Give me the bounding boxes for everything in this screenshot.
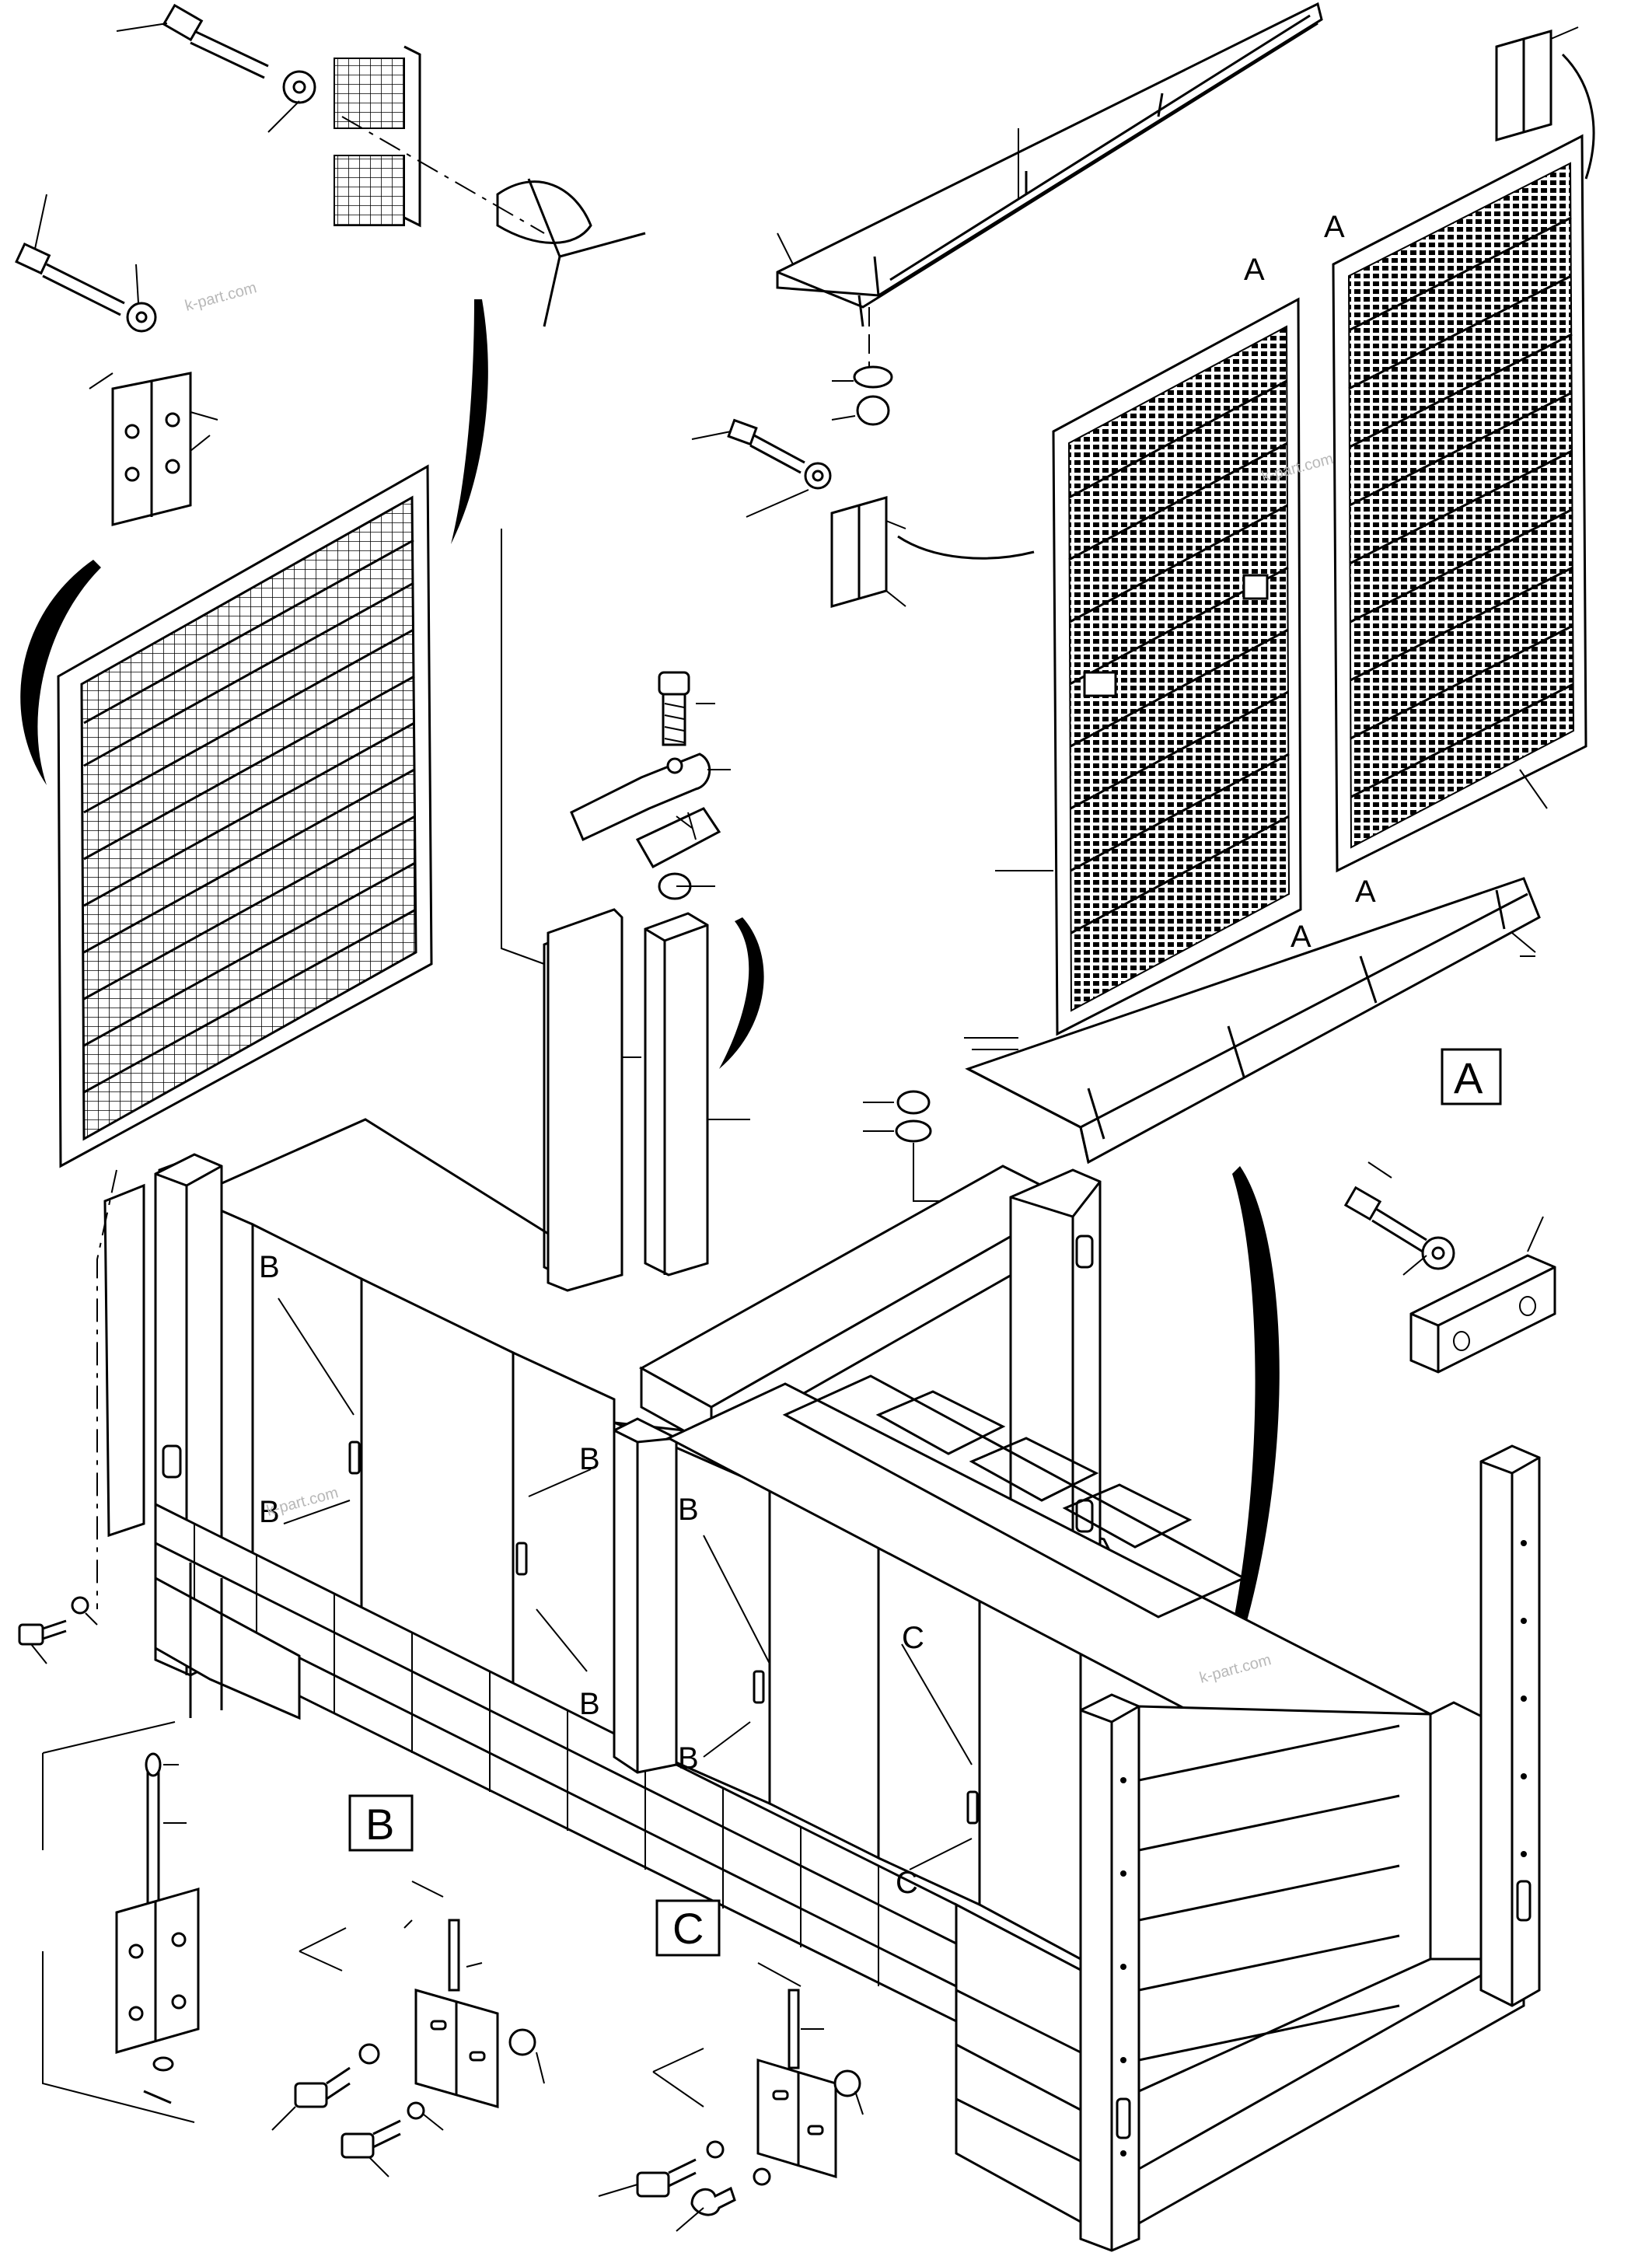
swing-arrow-right — [1197, 1166, 1280, 1753]
middle-hinge-assembly — [691, 418, 1035, 608]
lower-angle-bracket — [964, 877, 1541, 1165]
ref-b-3: B — [579, 1442, 600, 1476]
left-strip — [103, 1183, 145, 1538]
ref-c-2: C — [896, 1866, 918, 1900]
ref-b-5: B — [678, 1493, 699, 1527]
left-bottom-bolts — [18, 1596, 98, 1664]
ref-c-1: C — [902, 1621, 924, 1655]
left-hinge-assembly — [15, 194, 218, 526]
top-rail — [776, 2, 1323, 426]
guard-leader-line — [501, 529, 545, 965]
swing-arrow-top — [451, 299, 488, 544]
ref-a-4: A — [1291, 920, 1311, 954]
center-nut-washer — [863, 1090, 1026, 1202]
ref-b-6: B — [678, 1741, 699, 1776]
swing-arrow-middle — [719, 917, 764, 1069]
top-bolt-assembly — [116, 3, 646, 327]
right-perforated-panel-1 — [1052, 297, 1302, 1036]
reference-leaders — [278, 1297, 973, 1870]
svg-text:B: B — [365, 1800, 394, 1849]
detail-box-a: A — [1441, 1048, 1502, 1105]
reference-letters: A A A A B B B B B B C C — [259, 210, 1376, 1900]
detail-b-group — [42, 1721, 200, 2123]
main-frame — [154, 908, 1541, 2252]
right-bolt-block — [1343, 1161, 1556, 1374]
detail-box-b: B — [348, 1794, 414, 1852]
detail-b-hinge-2 — [271, 1881, 545, 2177]
right-perforated-panel-2 — [1332, 134, 1587, 873]
left-mesh-guard — [57, 464, 433, 1168]
swing-arrow-left — [20, 560, 101, 785]
ref-a-2: A — [1324, 210, 1345, 244]
left-dash-centerline — [96, 1169, 117, 1609]
right-top-hinge — [1495, 26, 1595, 180]
svg-text:C: C — [672, 1904, 704, 1953]
detail-c-hinge — [598, 1962, 864, 2232]
svg-text:A: A — [1454, 1053, 1483, 1102]
ref-b-4: B — [579, 1687, 600, 1721]
ref-b-2: B — [259, 1495, 280, 1529]
leader-lines-panels — [995, 769, 1548, 957]
svg-text:k-part.com: k-part.com — [183, 279, 259, 315]
ref-a-3: A — [1355, 875, 1376, 909]
ref-a-1: A — [1244, 253, 1265, 287]
ref-b-1: B — [259, 1250, 280, 1284]
detail-box-c: C — [655, 1899, 721, 1957]
cable-lug-assembly — [570, 671, 731, 900]
